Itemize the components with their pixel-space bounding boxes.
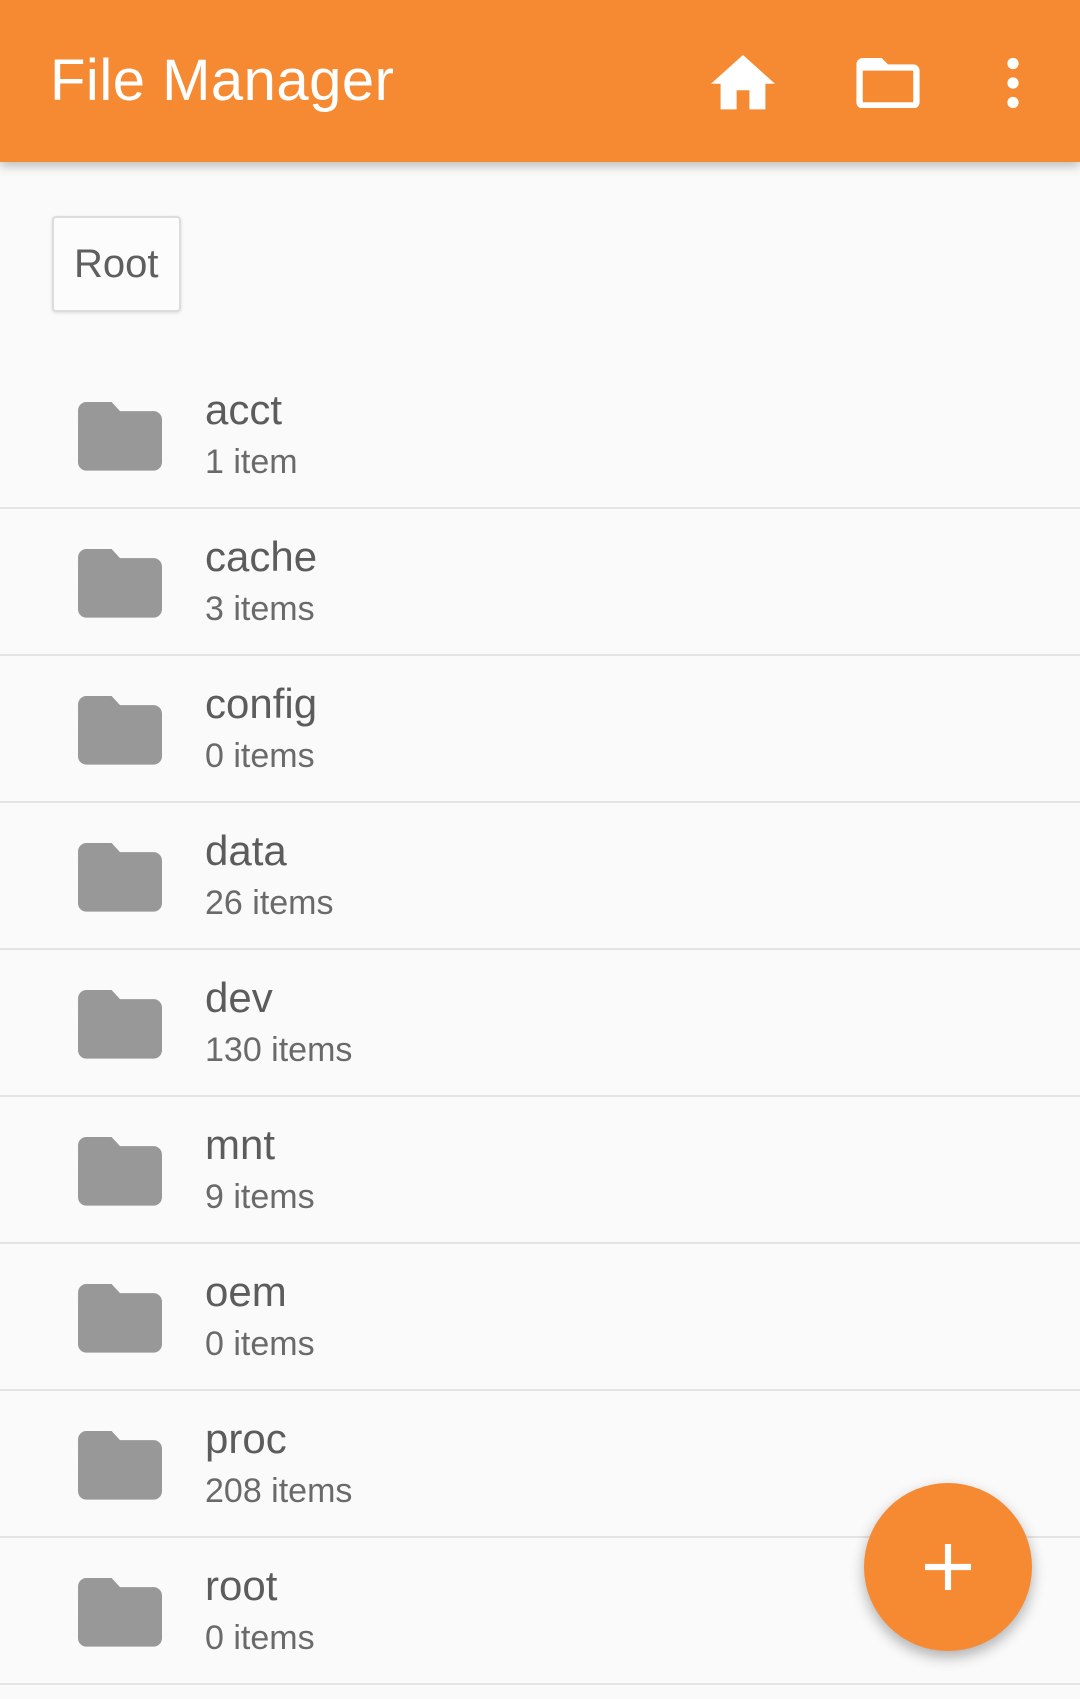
file-name: cache <box>205 533 318 580</box>
file-item-count: 0 items <box>205 1619 315 1657</box>
list-item[interactable]: config 0 items <box>0 656 1080 803</box>
file-item-count: 0 items <box>205 737 315 775</box>
home-button[interactable] <box>700 40 786 126</box>
list-item[interactable]: mnt 9 items <box>0 1097 1080 1244</box>
list-item[interactable]: cache 3 items <box>0 509 1080 656</box>
file-name: root <box>205 1562 278 1609</box>
file-name: oem <box>205 1268 287 1315</box>
folder-icon <box>78 990 162 1059</box>
file-item-count: 130 items <box>205 1031 353 1069</box>
folder-outline-icon <box>856 58 920 108</box>
file-list: acct 1 item cache 3 items config 0 items… <box>0 362 1080 1685</box>
breadcrumb-root[interactable]: Root <box>52 216 181 312</box>
list-item[interactable]: acct 1 item <box>0 362 1080 509</box>
more-options-button[interactable] <box>970 40 1056 126</box>
file-item-count: 208 items <box>205 1472 353 1510</box>
folder-icon <box>78 1431 162 1500</box>
file-item-count: 0 items <box>205 1325 315 1363</box>
folder-icon <box>78 843 162 912</box>
folder-icon <box>78 402 162 471</box>
list-item[interactable]: root 0 items <box>0 1538 1080 1685</box>
folder-icon <box>78 1284 162 1353</box>
list-item[interactable]: data 26 items <box>0 803 1080 950</box>
list-item[interactable]: dev 130 items <box>0 950 1080 1097</box>
file-name: config <box>205 680 318 727</box>
file-name: dev <box>205 974 273 1021</box>
file-item-count: 3 items <box>205 590 315 628</box>
app-title: File Manager <box>50 48 395 113</box>
add-button[interactable] <box>864 1483 1032 1651</box>
file-name: proc <box>205 1415 287 1462</box>
top-app-bar: File Manager <box>0 0 1080 162</box>
folder-icon <box>78 1137 162 1206</box>
list-item[interactable]: proc 208 items <box>0 1391 1080 1538</box>
home-icon <box>711 55 775 110</box>
plus-icon <box>925 1544 971 1590</box>
folder-icon <box>78 549 162 618</box>
file-name: data <box>205 827 287 874</box>
folder-button[interactable] <box>845 40 931 126</box>
file-item-count: 26 items <box>205 884 334 922</box>
file-item-count: 9 items <box>205 1178 315 1216</box>
folder-icon <box>78 1578 162 1647</box>
file-name: mnt <box>205 1121 276 1168</box>
list-item[interactable]: oem 0 items <box>0 1244 1080 1391</box>
folder-icon <box>78 696 162 765</box>
more-vert-icon <box>1007 57 1019 109</box>
file-item-count: 1 item <box>205 443 298 481</box>
file-name: acct <box>205 386 283 433</box>
